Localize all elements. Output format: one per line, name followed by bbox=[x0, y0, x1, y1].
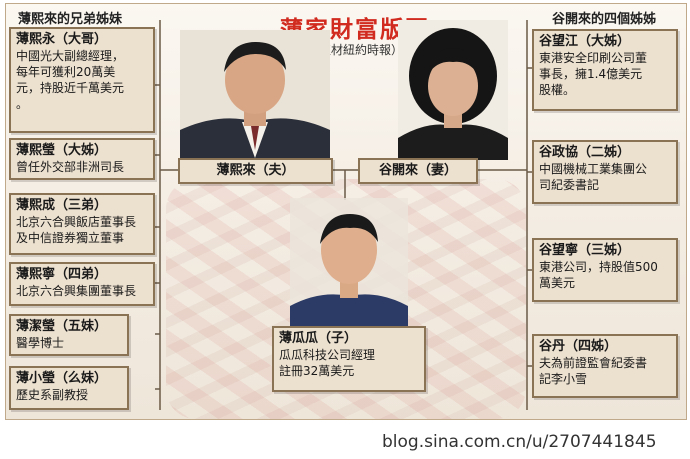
sibling-box-gu-wangjiang: 谷望江（大姊） 東港安全印刷公司董 事長，擁1.4億美元 股權。 bbox=[532, 29, 678, 111]
sibling-desc-line: 及中信證券獨立董事 bbox=[16, 231, 125, 245]
sibling-box-bo-xiyong: 薄熙永（大哥） 中國光大副總經理， 每年可獲利20萬美 元，持股近千萬美元 。 bbox=[9, 27, 155, 133]
sibling-desc-line: 歷史系副教授 bbox=[16, 388, 89, 402]
sibling-desc-line: 北京六合興集團董事長 bbox=[16, 284, 137, 298]
sibling-box-bo-jieying: 薄潔瑩（五妹） 醫學博士 bbox=[9, 314, 129, 356]
sibling-name: 薄熙永（大哥） bbox=[16, 32, 108, 47]
left-heading: 薄熙來的兄弟姊妹 bbox=[18, 12, 123, 27]
sibling-name: 薄潔瑩（五妹） bbox=[16, 319, 108, 334]
sibling-desc-line: 曾任外交部非洲司長 bbox=[16, 160, 125, 174]
wife-portrait bbox=[398, 20, 508, 160]
sibling-box-bo-xiaoying: 薄小瑩（么妹） 歷史系副教授 bbox=[9, 366, 129, 410]
sibling-desc-line: 元，持股近千萬美元 bbox=[16, 81, 125, 95]
son-desc-line: 註冊32萬美元 bbox=[279, 364, 355, 378]
sibling-name: 薄小瑩（么妹） bbox=[16, 371, 108, 386]
sibling-box-gu-dan: 谷丹（四姊） 夫為前證監會紀委書 記李小雪 bbox=[532, 334, 678, 398]
page-subtitle: （取材紐約時報） bbox=[306, 43, 403, 57]
sibling-name: 谷望江（大姊） bbox=[539, 34, 631, 49]
right-heading: 谷開來的四個姊姊 bbox=[552, 12, 657, 27]
son-box: 薄瓜瓜（子） 瓜瓜科技公司經理 註冊32萬美元 bbox=[272, 326, 426, 392]
son-desc-line: 瓜瓜科技公司經理 bbox=[279, 348, 376, 362]
sibling-name: 薄熙瑩（大姊） bbox=[16, 143, 108, 158]
sibling-desc-line: 。 bbox=[16, 97, 29, 111]
sibling-box-bo-xiying: 薄熙瑩（大姊） 曾任外交部非洲司長 bbox=[9, 138, 155, 180]
sibling-desc-line: 中國光大副總經理， bbox=[16, 49, 125, 63]
son-portrait bbox=[290, 198, 408, 328]
sibling-desc-line: 東港公司，持股值500 bbox=[539, 260, 658, 274]
sibling-desc-line: 每年可獲利20萬美 bbox=[16, 65, 116, 79]
sibling-desc-line: 股權。 bbox=[539, 83, 576, 97]
sibling-box-gu-zhengxie: 谷政協（二姊） 中國機械工業集團公 司紀委書記 bbox=[532, 140, 678, 204]
sibling-desc-line: 夫為前證監會紀委書 bbox=[539, 356, 648, 370]
son-name: 薄瓜瓜（子） bbox=[279, 331, 358, 346]
husband-portrait bbox=[180, 30, 330, 158]
sibling-desc-line: 記李小雪 bbox=[539, 372, 588, 386]
sibling-box-bo-xining: 薄熙寧（四弟） 北京六合興集團董事長 bbox=[9, 262, 155, 306]
sibling-desc-line: 中國機械工業集團公 bbox=[539, 162, 648, 176]
sibling-box-gu-wangning: 谷望寧（三姊） 東港公司，持股值500 萬美元 bbox=[532, 238, 678, 302]
sibling-name: 薄熙寧（四弟） bbox=[16, 267, 108, 282]
wife-label: 谷開來（妻） bbox=[358, 158, 478, 184]
sibling-name: 谷政協（二姊） bbox=[539, 145, 631, 160]
sibling-desc-line: 事長，擁1.4億美元 bbox=[539, 67, 643, 81]
sibling-name: 薄熙成（三弟） bbox=[16, 198, 108, 213]
sibling-desc-line: 北京六合興飯店董事長 bbox=[16, 215, 137, 229]
sibling-name: 谷望寧（三姊） bbox=[539, 243, 631, 258]
sibling-box-bo-xicheng: 薄熙成（三弟） 北京六合興飯店董事長 及中信證券獨立董事 bbox=[9, 193, 155, 255]
husband-label: 薄熙來（夫） bbox=[178, 158, 333, 184]
sibling-desc-line: 萬美元 bbox=[539, 276, 576, 290]
sibling-desc-line: 東港安全印刷公司董 bbox=[539, 51, 648, 65]
sibling-desc-line: 醫學博士 bbox=[16, 336, 65, 350]
watermark-text: blog.sina.com.cn/u/2707441845 bbox=[382, 432, 657, 452]
sibling-desc-line: 司紀委書記 bbox=[539, 178, 600, 192]
sibling-name: 谷丹（四姊） bbox=[539, 339, 618, 354]
